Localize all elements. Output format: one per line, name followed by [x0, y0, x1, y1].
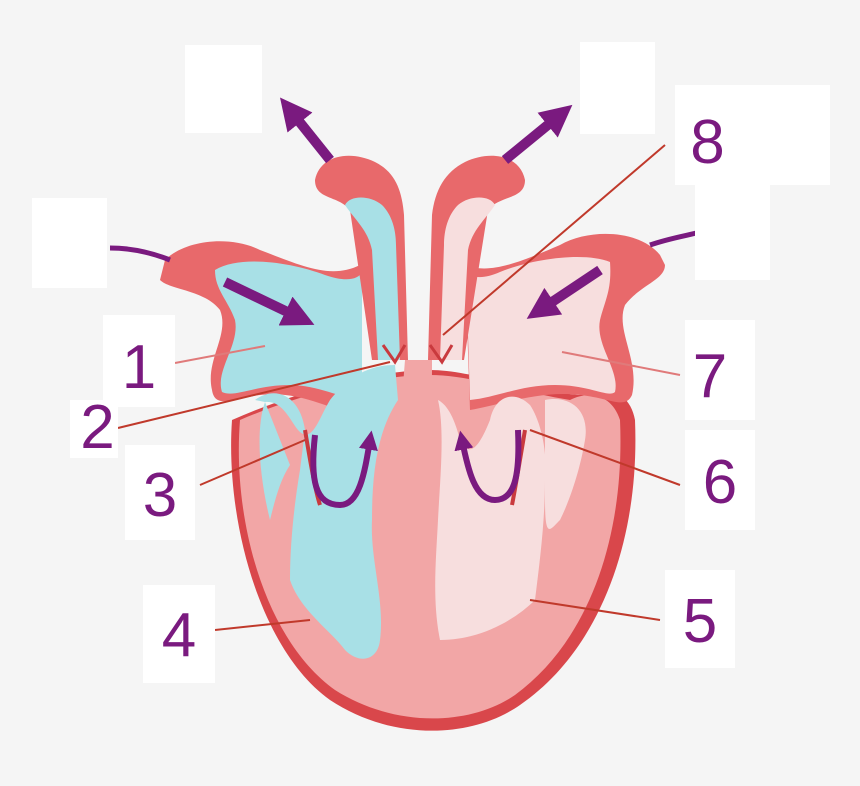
label-box-4 [143, 585, 215, 683]
label-box-5 [665, 570, 735, 668]
label-7: 7 [692, 342, 728, 411]
label-8: 8 [690, 108, 725, 177]
label-5: 5 [682, 587, 718, 656]
label-1: 1 [121, 333, 157, 402]
arrow-right-ventricle-up [310, 430, 378, 509]
label-box-2 [70, 400, 118, 458]
arrow-into-left-atrium [526, 265, 603, 319]
arrow-aorta-out [501, 104, 573, 164]
aorta-lumen [440, 197, 495, 360]
left-ventricle-wall-flap [545, 399, 586, 529]
right-ventricle-septum-edge [259, 402, 290, 520]
blank-box-left [32, 198, 107, 288]
blank-box-top-left [185, 45, 262, 133]
label-box-3 [125, 445, 195, 540]
left-ventricle-chamber [435, 396, 546, 640]
label-box-8 [675, 85, 830, 185]
pulmonary-artery-lumen [345, 197, 400, 360]
vein-left-line [109, 245, 171, 263]
septum [399, 360, 432, 680]
label-2: 2 [80, 393, 115, 462]
arrow-pulmonary-out [280, 97, 334, 164]
leader-1 [174, 345, 266, 364]
label-box-7 [685, 320, 755, 420]
label-6: 6 [702, 448, 738, 517]
pulmonary-valve [381, 344, 407, 365]
label-4: 4 [161, 601, 197, 670]
vein-right-line [649, 229, 701, 248]
label-box-1 [103, 315, 175, 407]
leader-6 [529, 429, 681, 486]
arrow-left-ventricle-up [454, 429, 522, 504]
label-3: 3 [142, 461, 178, 530]
leader-2 [117, 361, 391, 429]
aortic-valve [428, 344, 454, 365]
leader-8 [442, 144, 666, 336]
leader-4 [214, 619, 311, 631]
blank-box-top-right [580, 42, 655, 134]
left-atrium-chamber [466, 257, 616, 400]
label-box-6 [685, 430, 755, 530]
leader-5 [529, 599, 661, 621]
arrow-into-right-atrium [222, 277, 315, 326]
leader-3 [199, 439, 306, 486]
blank-box-right [695, 185, 770, 280]
leader-7 [561, 351, 681, 376]
